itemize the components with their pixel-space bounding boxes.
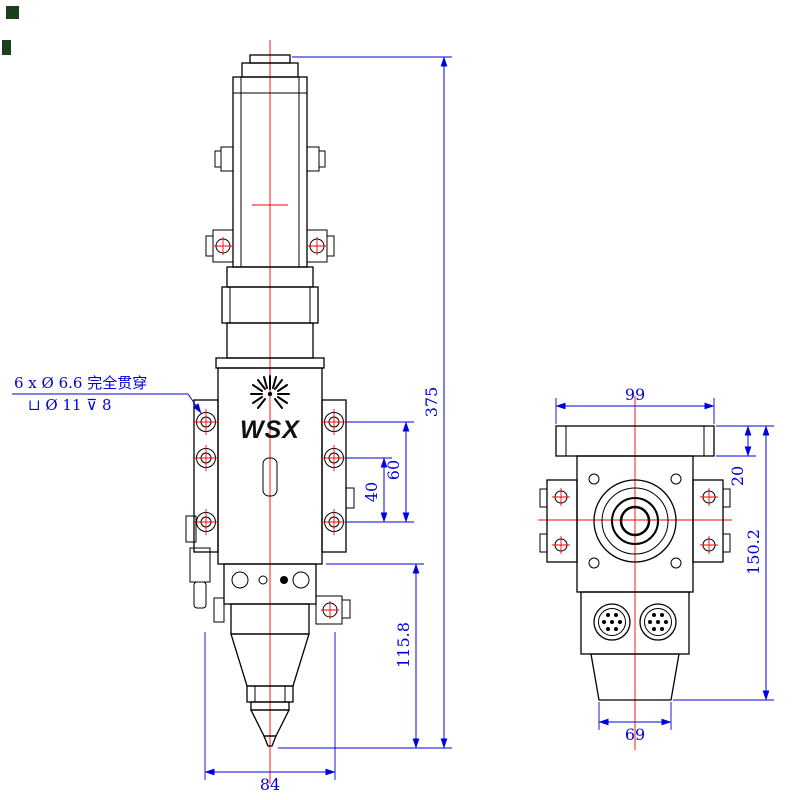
dim-hole-span-40: 40 <box>362 482 381 502</box>
dim-bottom-width-front: 84 <box>260 775 280 794</box>
front-left-attachment <box>185 515 211 609</box>
dimensions-front: 375 115.8 60 40 84 6 x Ø 6.6 完全贯穿 ⊔ Ø 11… <box>12 56 452 794</box>
dim-total-height-front: 375 <box>422 387 441 418</box>
hole-callout-line1: 6 x Ø 6.6 完全贯穿 <box>14 374 147 392</box>
front-lower-band <box>213 563 351 625</box>
dim-flange-height: 20 <box>728 466 747 486</box>
mounting-hole <box>193 409 219 535</box>
lens-ring <box>611 497 659 545</box>
mounting-hole <box>321 409 347 535</box>
side-view <box>538 396 732 750</box>
front-view: WSX <box>185 40 355 784</box>
dim-lower-height: 115.8 <box>394 622 413 668</box>
dim-top-width-side: 99 <box>625 385 645 404</box>
round-connector <box>593 603 631 641</box>
dim-bottom-width-side: 69 <box>625 725 645 744</box>
corner-marker-left <box>2 40 11 55</box>
logo-starburst-center <box>267 391 273 397</box>
wsx-logo: WSX <box>240 375 300 444</box>
front-side-plates <box>193 399 355 553</box>
corner-markers <box>2 6 19 55</box>
side-foot <box>590 653 680 701</box>
front-upper-clamps <box>214 146 326 172</box>
hole-callout-line2: ⊔ Ø 11 ⊽ 8 <box>28 396 112 414</box>
side-connector-box <box>580 591 690 655</box>
hole-callout: 6 x Ø 6.6 完全贯穿 ⊔ Ø 11 ⊽ 8 <box>12 374 202 414</box>
dim-hole-span-60: 60 <box>384 460 403 480</box>
round-connector <box>639 603 677 641</box>
lens-ring-inner <box>619 505 651 537</box>
logo-starburst-icon <box>250 375 290 409</box>
front-lower-clamps <box>205 229 335 263</box>
dim-total-height-side: 150.2 <box>744 529 763 575</box>
corner-marker-top <box>6 6 19 19</box>
side-brackets <box>539 479 731 563</box>
dimensions-side: 99 20 150.2 69 <box>555 385 774 744</box>
front-nozzle <box>230 603 310 747</box>
logo-text: WSX <box>240 416 300 444</box>
